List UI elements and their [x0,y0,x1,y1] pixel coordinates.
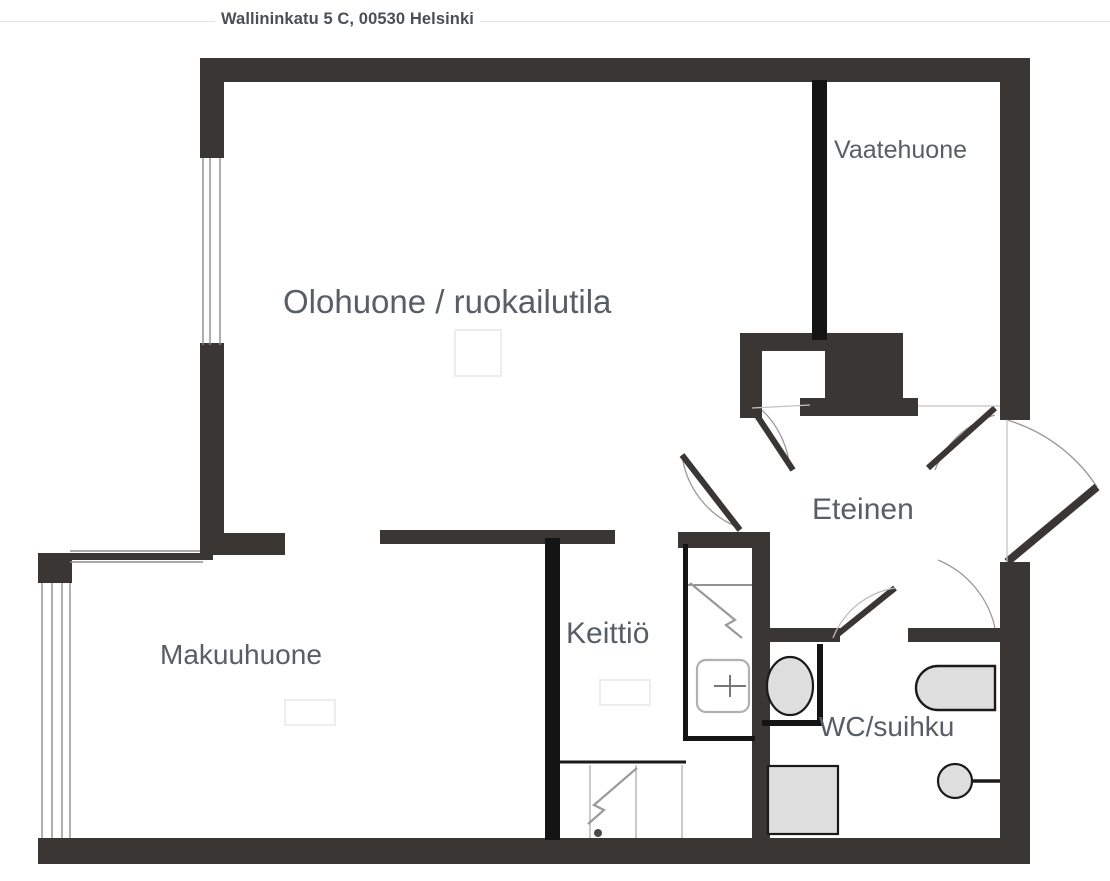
hall-closet-door-leaf [749,406,796,472]
room-label-kitchen: Keittiö [566,617,650,650]
hall-bath-door-arc2 [832,587,896,639]
block-stove-cabinet [825,333,903,403]
wall-north-main [200,58,1030,82]
wall-bedroom-nw-pier [38,553,72,583]
wall-bath-north [752,628,840,642]
hall-closet-right-door-arc [934,414,996,471]
interior-partitions [545,80,827,840]
address-header: Wallininkatu 5 C, 00530 Helsinki [0,0,1110,42]
wall-hall-north-left [740,333,762,418]
wall-kitchen-counter-left [683,544,688,740]
hall-closet-door-jamb [751,404,811,409]
hall-bath-door-leaf [831,585,897,641]
room-label-hallway: Eteinen [812,493,914,526]
wall-bedroom-north-thin [68,553,213,560]
kitchen-appliance-symbol [689,582,743,639]
shower-base [766,764,840,836]
kitchen-cabinet-symbol [587,767,638,825]
wall-south-main [38,838,1000,864]
wall-wc-cubicle-bottom [762,720,822,726]
bathtub-sink [914,664,997,712]
hall-living-door-leaf [679,453,743,532]
kitchen-ceiling-mark [599,679,651,706]
room-label-bedroom: Makuuhuone [160,639,322,670]
windows [41,158,221,838]
toilet [765,655,815,717]
living-room-ceiling-mark [454,329,502,377]
wall-bath-north-right [908,628,1002,642]
kitchen-cabinet-knob [594,829,602,837]
wall-west-upper [200,58,224,158]
wall-bedroom-kitchen-partition [545,538,560,840]
bathroom-fixtures [765,655,1000,836]
wall-kitchen-counter-bottom [683,736,755,741]
bedroom-ceiling-mark [284,699,336,726]
wall-east-lower [1000,578,1030,864]
wall-kitchen-north-stub [678,532,770,548]
header-divider-rule [0,21,1110,22]
hall-living-door-arc [681,454,741,529]
faint-ceiling-marks [284,329,651,726]
wall-west-midpier [200,343,224,555]
entrance-door-arc [1006,419,1098,488]
wall-east-upper [1000,58,1030,418]
room-label-living-room: Olohuone / ruokailutila [283,283,612,320]
kitchen-sink [695,658,751,714]
wall-wc-cubicle-right [817,644,823,724]
door-swings [679,404,1100,641]
exterior-walls [38,58,1030,864]
wall-bedroom-north-stub [200,533,285,555]
wall-hall-north-lintel [800,398,918,416]
wall-living-south [380,530,615,544]
floor-drain [936,762,974,800]
room-label-bathroom: WC/suihku [819,711,955,742]
kitchen-fixtures [560,582,752,838]
wall-closet-partition [812,80,827,340]
hall-closet-right-door-leaf [925,405,998,471]
wall-kitchen-bath-divider [752,532,770,838]
property-address: Wallininkatu 5 C, 00530 Helsinki [215,8,480,30]
entrance-door-leaf [1004,483,1100,566]
wall-east-jamb-bottom [1000,562,1030,586]
room-label-closet: Vaatehuone [834,136,967,164]
hall-bath-door-arc [937,559,996,629]
wall-east-jamb-top [1000,398,1030,420]
